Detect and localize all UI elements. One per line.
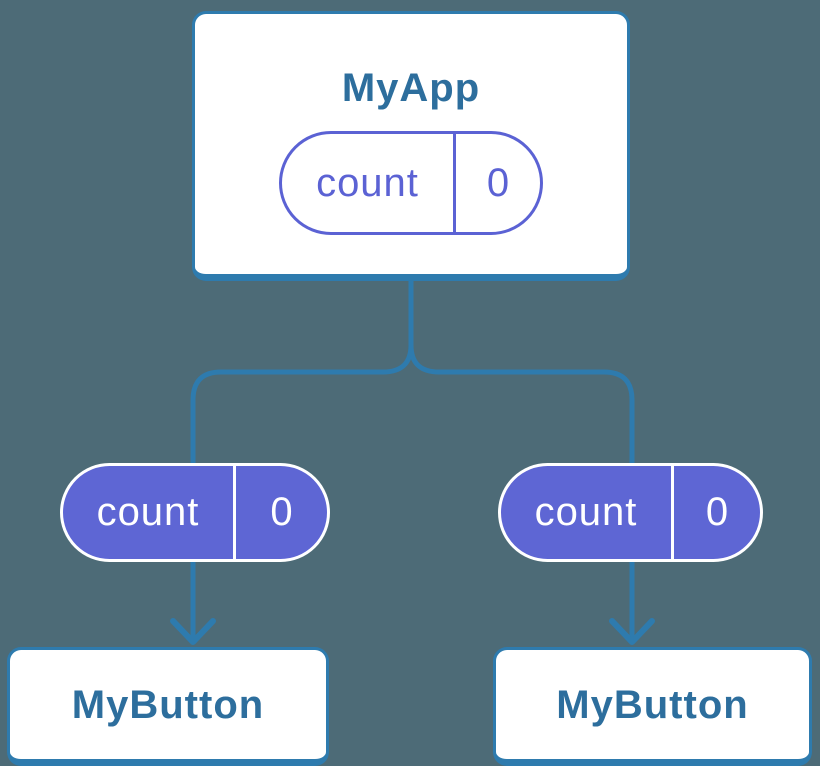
connector-branch-right bbox=[408, 276, 635, 640]
prop-label: count bbox=[96, 490, 200, 534]
arrow-down-icon bbox=[609, 618, 655, 645]
child-component-title: MyButton bbox=[71, 682, 265, 727]
page-bottom-strip bbox=[0, 766, 820, 770]
root-state-pill: count 0 bbox=[279, 131, 543, 235]
prop-value: 0 bbox=[671, 466, 760, 559]
prop-pill-left: count 0 bbox=[60, 463, 330, 562]
child-component-card-right: MyButton bbox=[493, 647, 812, 766]
connector-branch-left bbox=[190, 276, 414, 640]
arrow-down-icon bbox=[170, 618, 216, 645]
prop-value: 0 bbox=[233, 466, 327, 559]
prop-label: count bbox=[534, 490, 638, 534]
child-component-card-left: MyButton bbox=[7, 647, 329, 766]
root-component-title: MyApp bbox=[341, 66, 481, 110]
root-component-card: MyApp count 0 bbox=[192, 11, 630, 281]
child-component-title: MyButton bbox=[556, 682, 749, 727]
state-label: count bbox=[316, 160, 419, 205]
state-value: 0 bbox=[453, 134, 540, 232]
prop-pill-right: count 0 bbox=[498, 463, 763, 562]
